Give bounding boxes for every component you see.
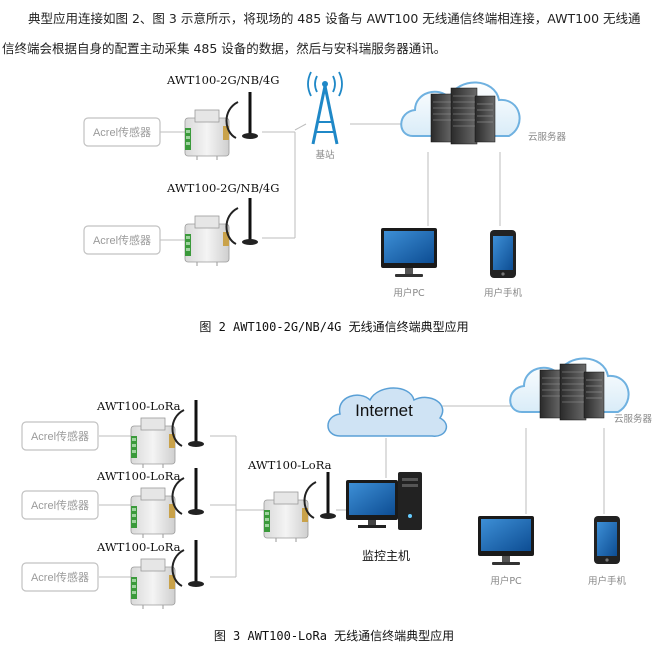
figure-3: Acrel传感器 Acrel传感器 Acrel传感器 AWT100-LoRa A… bbox=[21, 357, 653, 643]
sensor-box-2: Acrel传感器 bbox=[21, 490, 99, 520]
user-pc-label-fig3: 用户PC bbox=[490, 575, 522, 587]
user-phone-label-fig3: 用户手机 bbox=[588, 575, 627, 587]
cloud-server-icon bbox=[400, 81, 521, 145]
user-phone-icon-fig3 bbox=[594, 516, 620, 564]
sensor-label-bottom: Acrel传感器 bbox=[93, 234, 151, 247]
cloud-server-label-fig3: 云服务器 bbox=[614, 413, 653, 425]
figure-2-links bbox=[160, 123, 501, 241]
device-label-bottom: AWT100-2G/NB/4G bbox=[166, 181, 279, 195]
lora-device-label-2: AWT100-LoRa bbox=[96, 469, 181, 483]
internet-label: Internet bbox=[355, 401, 413, 420]
gateway-lora-device bbox=[263, 491, 309, 543]
lora-device-1 bbox=[130, 417, 176, 469]
base-station-label: 基站 bbox=[315, 149, 335, 161]
antenna-icon-gateway bbox=[303, 470, 338, 521]
sensor-label-2: Acrel传感器 bbox=[31, 499, 89, 512]
sensor-label-top: Acrel传感器 bbox=[93, 126, 151, 139]
intro-line-1: 典型应用连接如图 2、图 3 示意所示，将现场的 485 设备与 AWT100 … bbox=[28, 11, 641, 26]
cloud-server-label: 云服务器 bbox=[528, 131, 567, 143]
cloud-server-icon-fig3 bbox=[509, 357, 630, 421]
gateway-device-label: AWT100-LoRa bbox=[247, 458, 332, 472]
sensor-box-1: Acrel传感器 bbox=[21, 421, 99, 451]
sensor-box-top: Acrel传感器 bbox=[83, 117, 161, 147]
lora-device-label-3: AWT100-LoRa bbox=[96, 540, 181, 554]
figure-3-caption: 图 3 AWT100-LoRa 无线通信终端典型应用 bbox=[214, 628, 454, 643]
monitoring-host-label: 监控主机 bbox=[362, 549, 410, 563]
user-pc-label: 用户PC bbox=[393, 287, 425, 299]
awt100-device-top bbox=[184, 109, 230, 161]
sensor-label-3: Acrel传感器 bbox=[31, 571, 89, 584]
awt100-device-bottom bbox=[184, 215, 230, 267]
sensor-box-3: Acrel传感器 bbox=[21, 562, 99, 592]
base-station-tower-icon bbox=[307, 71, 343, 145]
figure-3-links bbox=[99, 405, 605, 578]
user-phone-icon bbox=[490, 230, 516, 278]
device-label-top: AWT100-2G/NB/4G bbox=[166, 73, 279, 87]
user-pc-icon-fig3 bbox=[478, 516, 534, 565]
lora-device-2 bbox=[130, 487, 176, 539]
user-phone-label: 用户手机 bbox=[484, 287, 523, 299]
sensor-label-1: Acrel传感器 bbox=[31, 430, 89, 443]
lora-device-3 bbox=[130, 558, 176, 610]
user-pc-icon bbox=[381, 228, 437, 277]
intro-line-2: 信终端会根据自身的配置主动采集 485 设备的数据，然后与安科瑞服务器通讯。 bbox=[2, 41, 447, 56]
monitoring-host-icon bbox=[346, 472, 422, 530]
antenna-icon-bottom bbox=[225, 196, 260, 247]
figure-2-caption: 图 2 AWT100-2G/NB/4G 无线通信终端典型应用 bbox=[199, 319, 468, 334]
internet-cloud-icon bbox=[327, 387, 448, 437]
figure-2: Acrel传感器 Acrel传感器 AWT100-2G/NB/4G AWT100… bbox=[83, 71, 567, 334]
sensor-box-bottom: Acrel传感器 bbox=[83, 225, 161, 255]
antenna-icon-top bbox=[225, 90, 260, 141]
lora-device-label-1: AWT100-LoRa bbox=[96, 399, 181, 413]
intro-paragraph: 典型应用连接如图 2、图 3 示意所示，将现场的 485 设备与 AWT100 … bbox=[2, 4, 662, 64]
